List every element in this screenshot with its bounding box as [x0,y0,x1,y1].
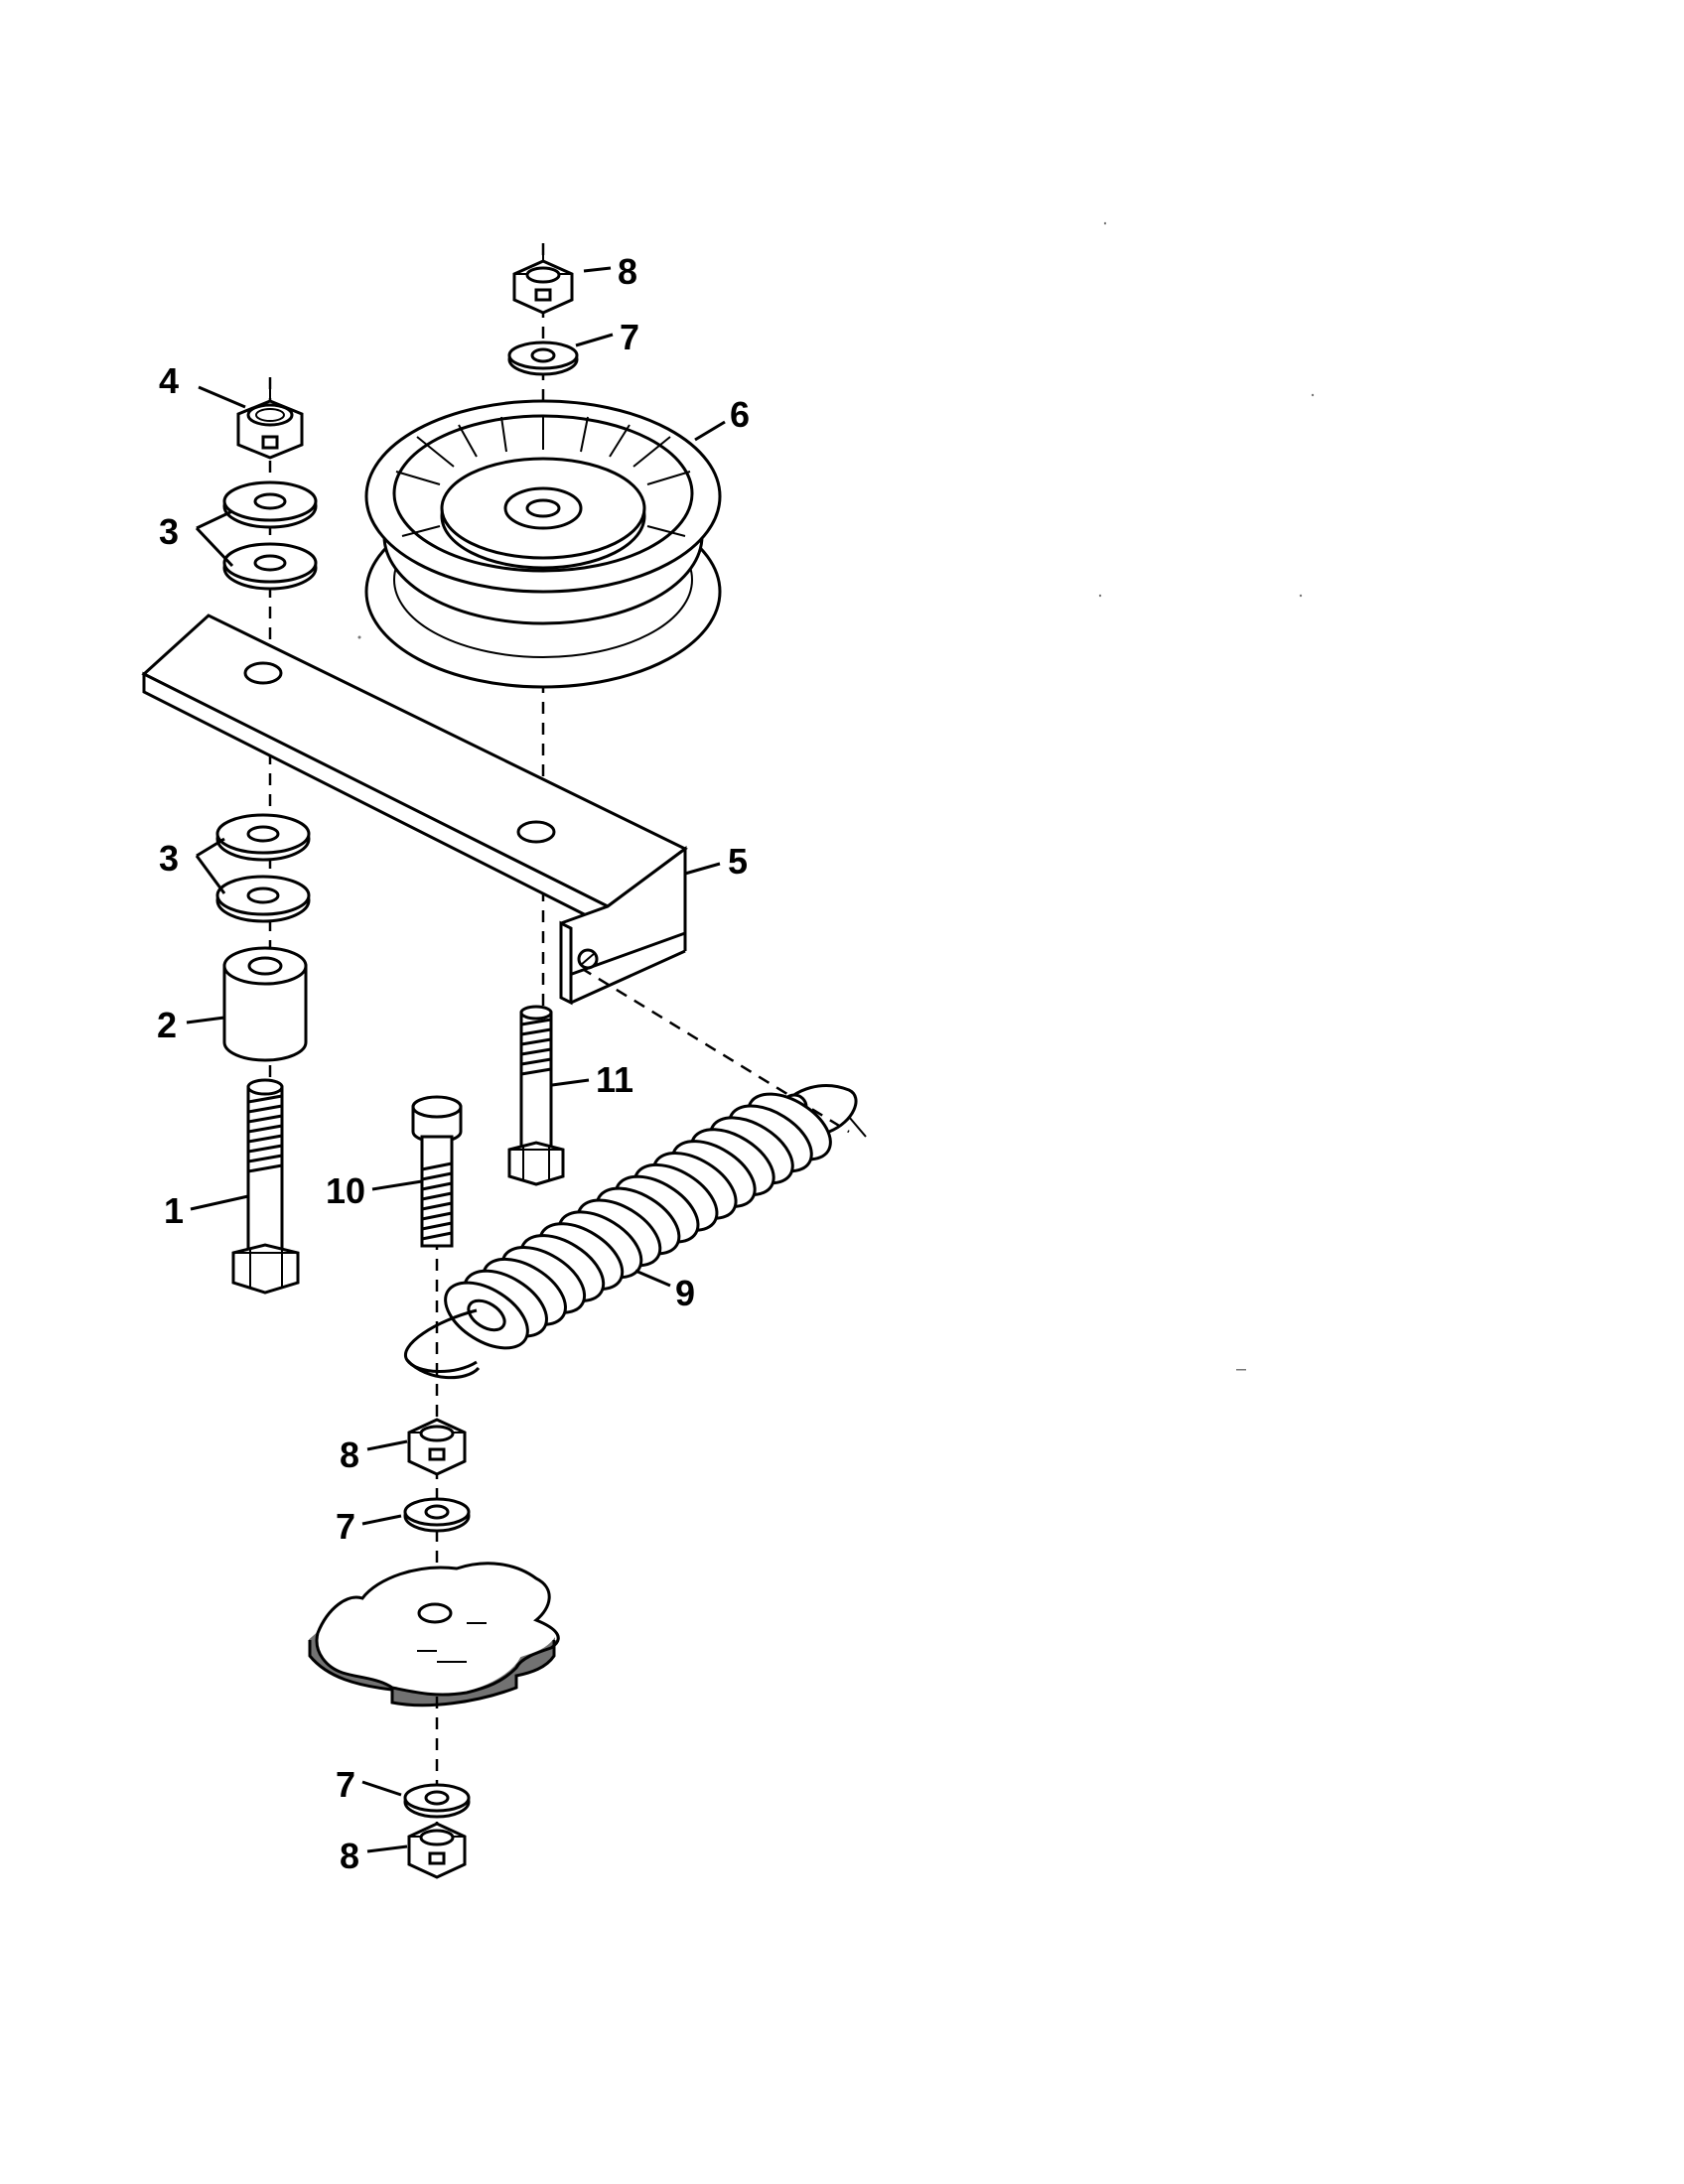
callout-3-lower: 3 [159,838,179,879]
part-8-lock-nut-middle [407,1418,467,1476]
part-3-washer-upper-a [222,480,318,529]
callout-9: 9 [675,1273,695,1313]
part-1-shoulder-bolt [231,1078,300,1295]
callout-2: 2 [157,1005,177,1045]
part-6-idler-pulley [364,399,722,689]
callout-10: 10 [326,1170,365,1211]
callout-5: 5 [728,841,748,882]
part-11-shoulder-bolt [507,1005,565,1186]
part-7-washer-middle [403,1497,471,1533]
callout-3-upper: 3 [159,511,179,552]
part-7-washer-top [507,341,579,376]
callout-7-top: 7 [620,317,639,357]
callout-7-middle: 7 [336,1506,355,1547]
callout-11: 11 [596,1059,633,1100]
part-8-lock-nut-bottom [407,1822,467,1879]
spring-coil-end [467,1298,506,1332]
part-8-lock-nut-top [512,243,574,315]
scan-specks [357,221,1315,1371]
callout-8-top: 8 [618,251,637,292]
callout-1: 1 [164,1190,184,1231]
callout-8-bottom: 8 [340,1836,359,1876]
part-3-washer-lower-a [215,813,311,862]
part-3-washer-upper-b [222,542,318,591]
part-10-shoulder-bolt [411,1095,463,1248]
leader-lines [186,266,726,1853]
part-9-extension-spring [403,1084,867,1380]
part-5-idler-bracket [141,614,688,1006]
callout-labels: 4 3 3 2 1 8 7 6 5 11 10 9 8 7 7 8 [157,251,750,1876]
callout-4: 4 [159,360,179,401]
part-7-washer-bottom [403,1783,471,1819]
part-4-hex-nut [236,377,304,460]
spring-coils [444,1092,832,1350]
part-2-spacer [222,946,308,1062]
part-3-washer-lower-b [215,875,311,923]
callout-7-bottom: 7 [336,1764,355,1805]
callout-6: 6 [730,394,750,435]
callout-8-middle: 8 [340,1434,359,1475]
frame-section-plate [308,1562,560,1707]
